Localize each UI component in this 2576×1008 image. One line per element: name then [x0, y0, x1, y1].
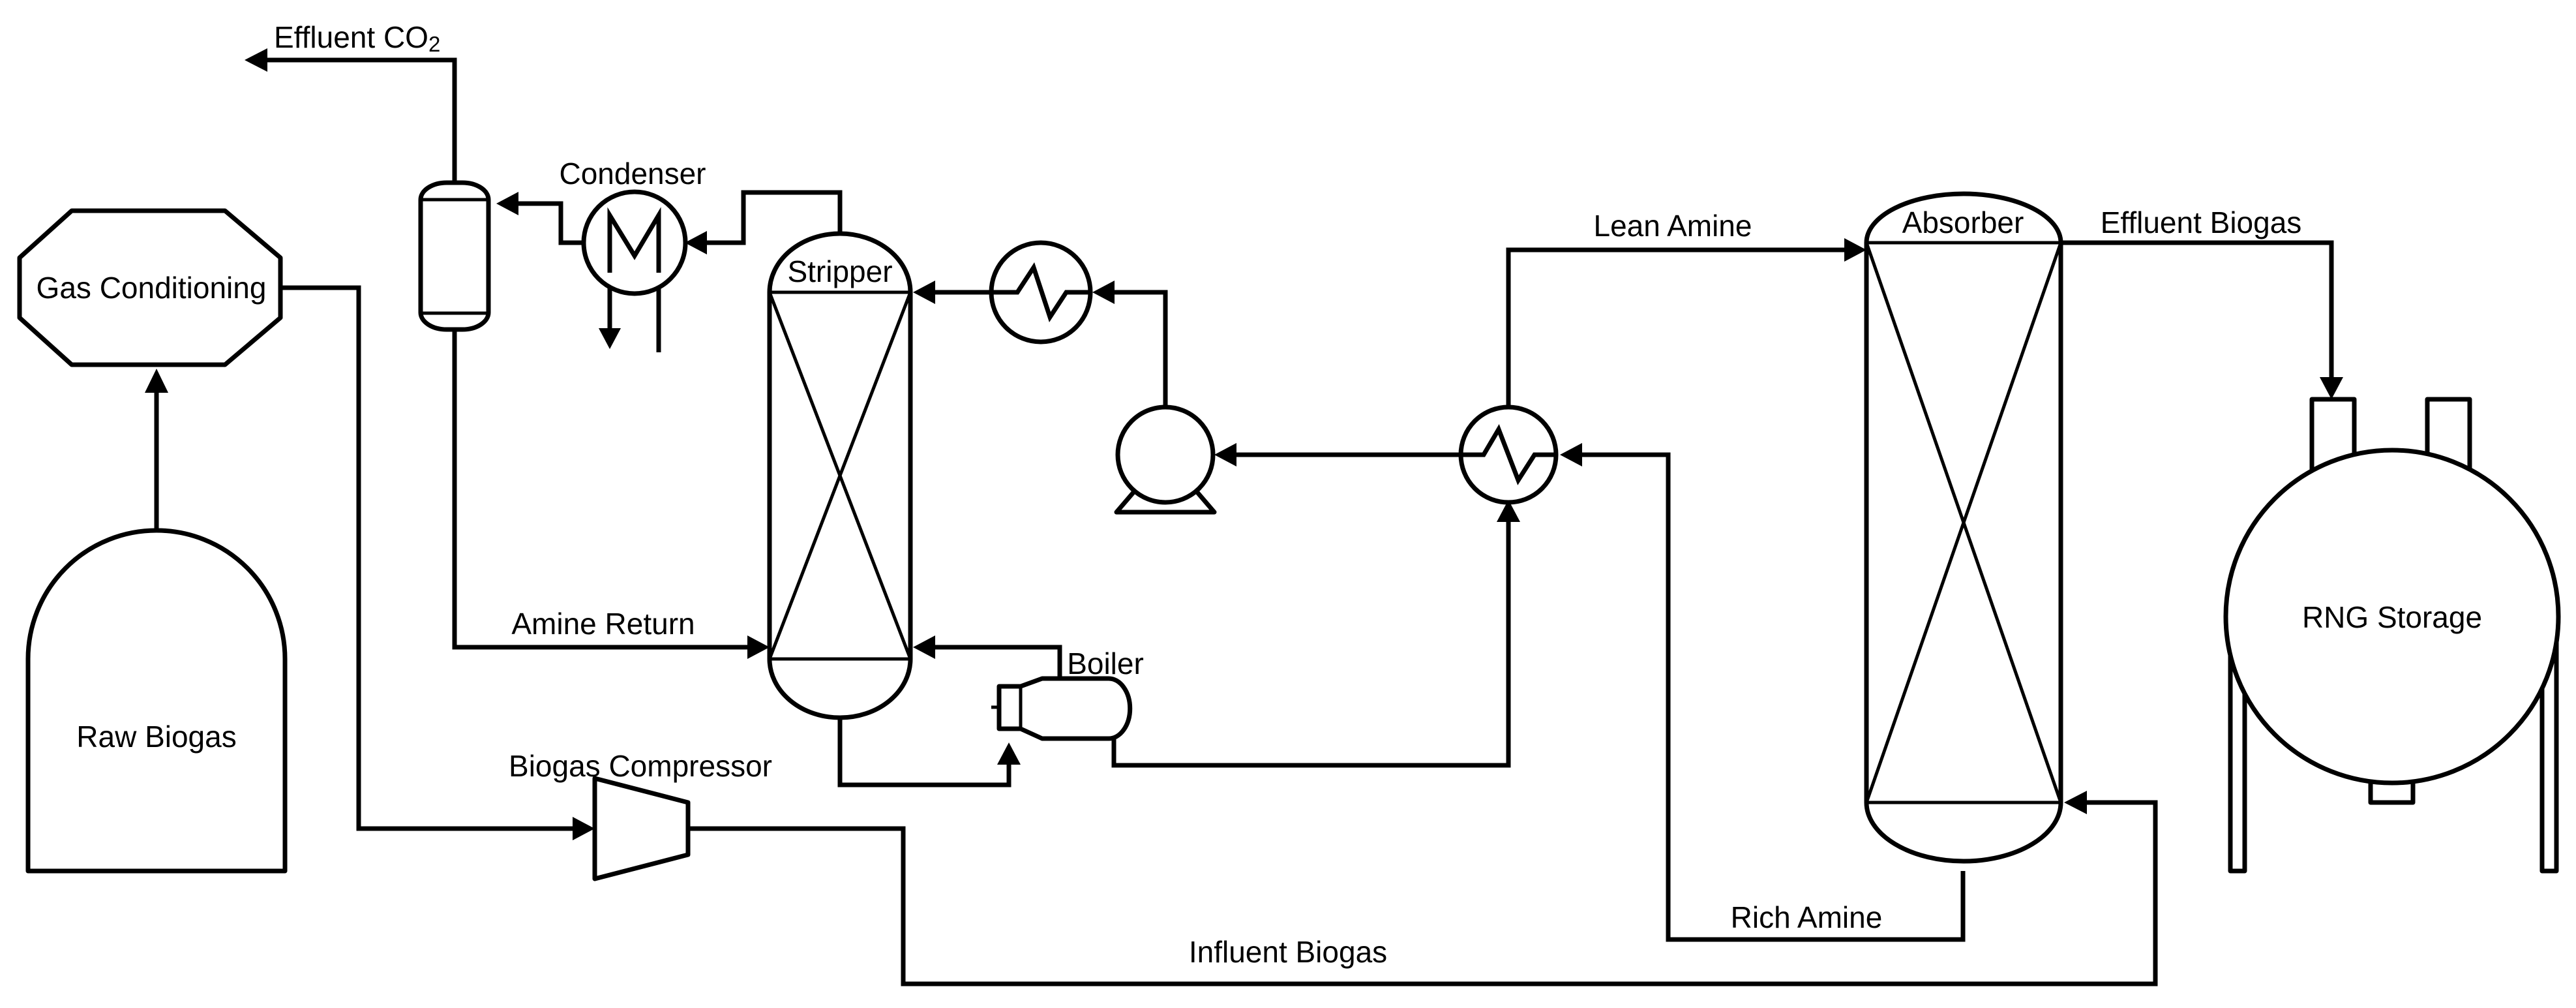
lean-amine-line — [1506, 247, 1846, 410]
effluent-co2-line — [267, 57, 457, 183]
raw-biogas-tank[interactable] — [25, 528, 288, 874]
biogas-compressor-label: Biogas Compressor — [509, 749, 772, 783]
rich-amine-line — [1580, 452, 1966, 942]
reflux-drum[interactable] — [418, 180, 491, 332]
amine-return-line — [452, 329, 749, 650]
influent-biogas-label: Influent Biogas — [1189, 935, 1387, 969]
conditioning-to-compressor-line — [280, 285, 574, 831]
stripper-to-condenser-line — [706, 190, 843, 245]
lean-amine-label: Lean Amine — [1594, 209, 1752, 243]
boiler-label: Boiler — [1067, 647, 1144, 680]
stream-lines — [145, 48, 2343, 986]
gas-conditioning-label: Gas Conditioning — [37, 271, 267, 305]
cross-heat-exchanger[interactable] — [1458, 405, 1559, 505]
absorber-column[interactable] — [1864, 191, 2063, 864]
labels: Gas Conditioning Raw Biogas Condenser St… — [37, 20, 2483, 969]
pump-to-heater-line — [1113, 290, 1168, 410]
absorber-label: Absorber — [1902, 206, 2024, 239]
boiler-vapor-return-line — [934, 645, 1062, 687]
condenser-to-drum-line — [517, 201, 584, 245]
effluent-co2-label: Effluent CO2 — [274, 20, 440, 56]
stripper-column[interactable] — [767, 231, 913, 720]
condenser-label: Condenser — [559, 157, 706, 191]
lean-amine-hot-line — [1111, 521, 1511, 768]
boiler-unit[interactable] — [991, 676, 1133, 741]
stripper-to-boiler-line — [837, 718, 1011, 787]
influent-biogas-line — [688, 800, 2158, 986]
condenser-unit[interactable] — [581, 189, 688, 296]
lean-amine-heater[interactable] — [989, 240, 1093, 344]
amine-pump[interactable] — [1114, 405, 1217, 515]
effluent-biogas-label: Effluent Biogas — [2101, 206, 2302, 239]
rng-storage-label: RNG Storage — [2302, 600, 2482, 634]
stripper-label: Stripper — [787, 254, 892, 288]
rng-storage-sphere[interactable] — [2223, 397, 2561, 874]
amine-return-label: Amine Return — [511, 607, 695, 641]
rich-amine-label: Rich Amine — [1731, 900, 1883, 934]
biogas-compressor[interactable] — [592, 776, 691, 881]
effluent-biogas-line — [2061, 240, 2334, 378]
raw-biogas-label: Raw Biogas — [76, 720, 236, 754]
gas-conditioning-unit[interactable] — [17, 208, 283, 367]
